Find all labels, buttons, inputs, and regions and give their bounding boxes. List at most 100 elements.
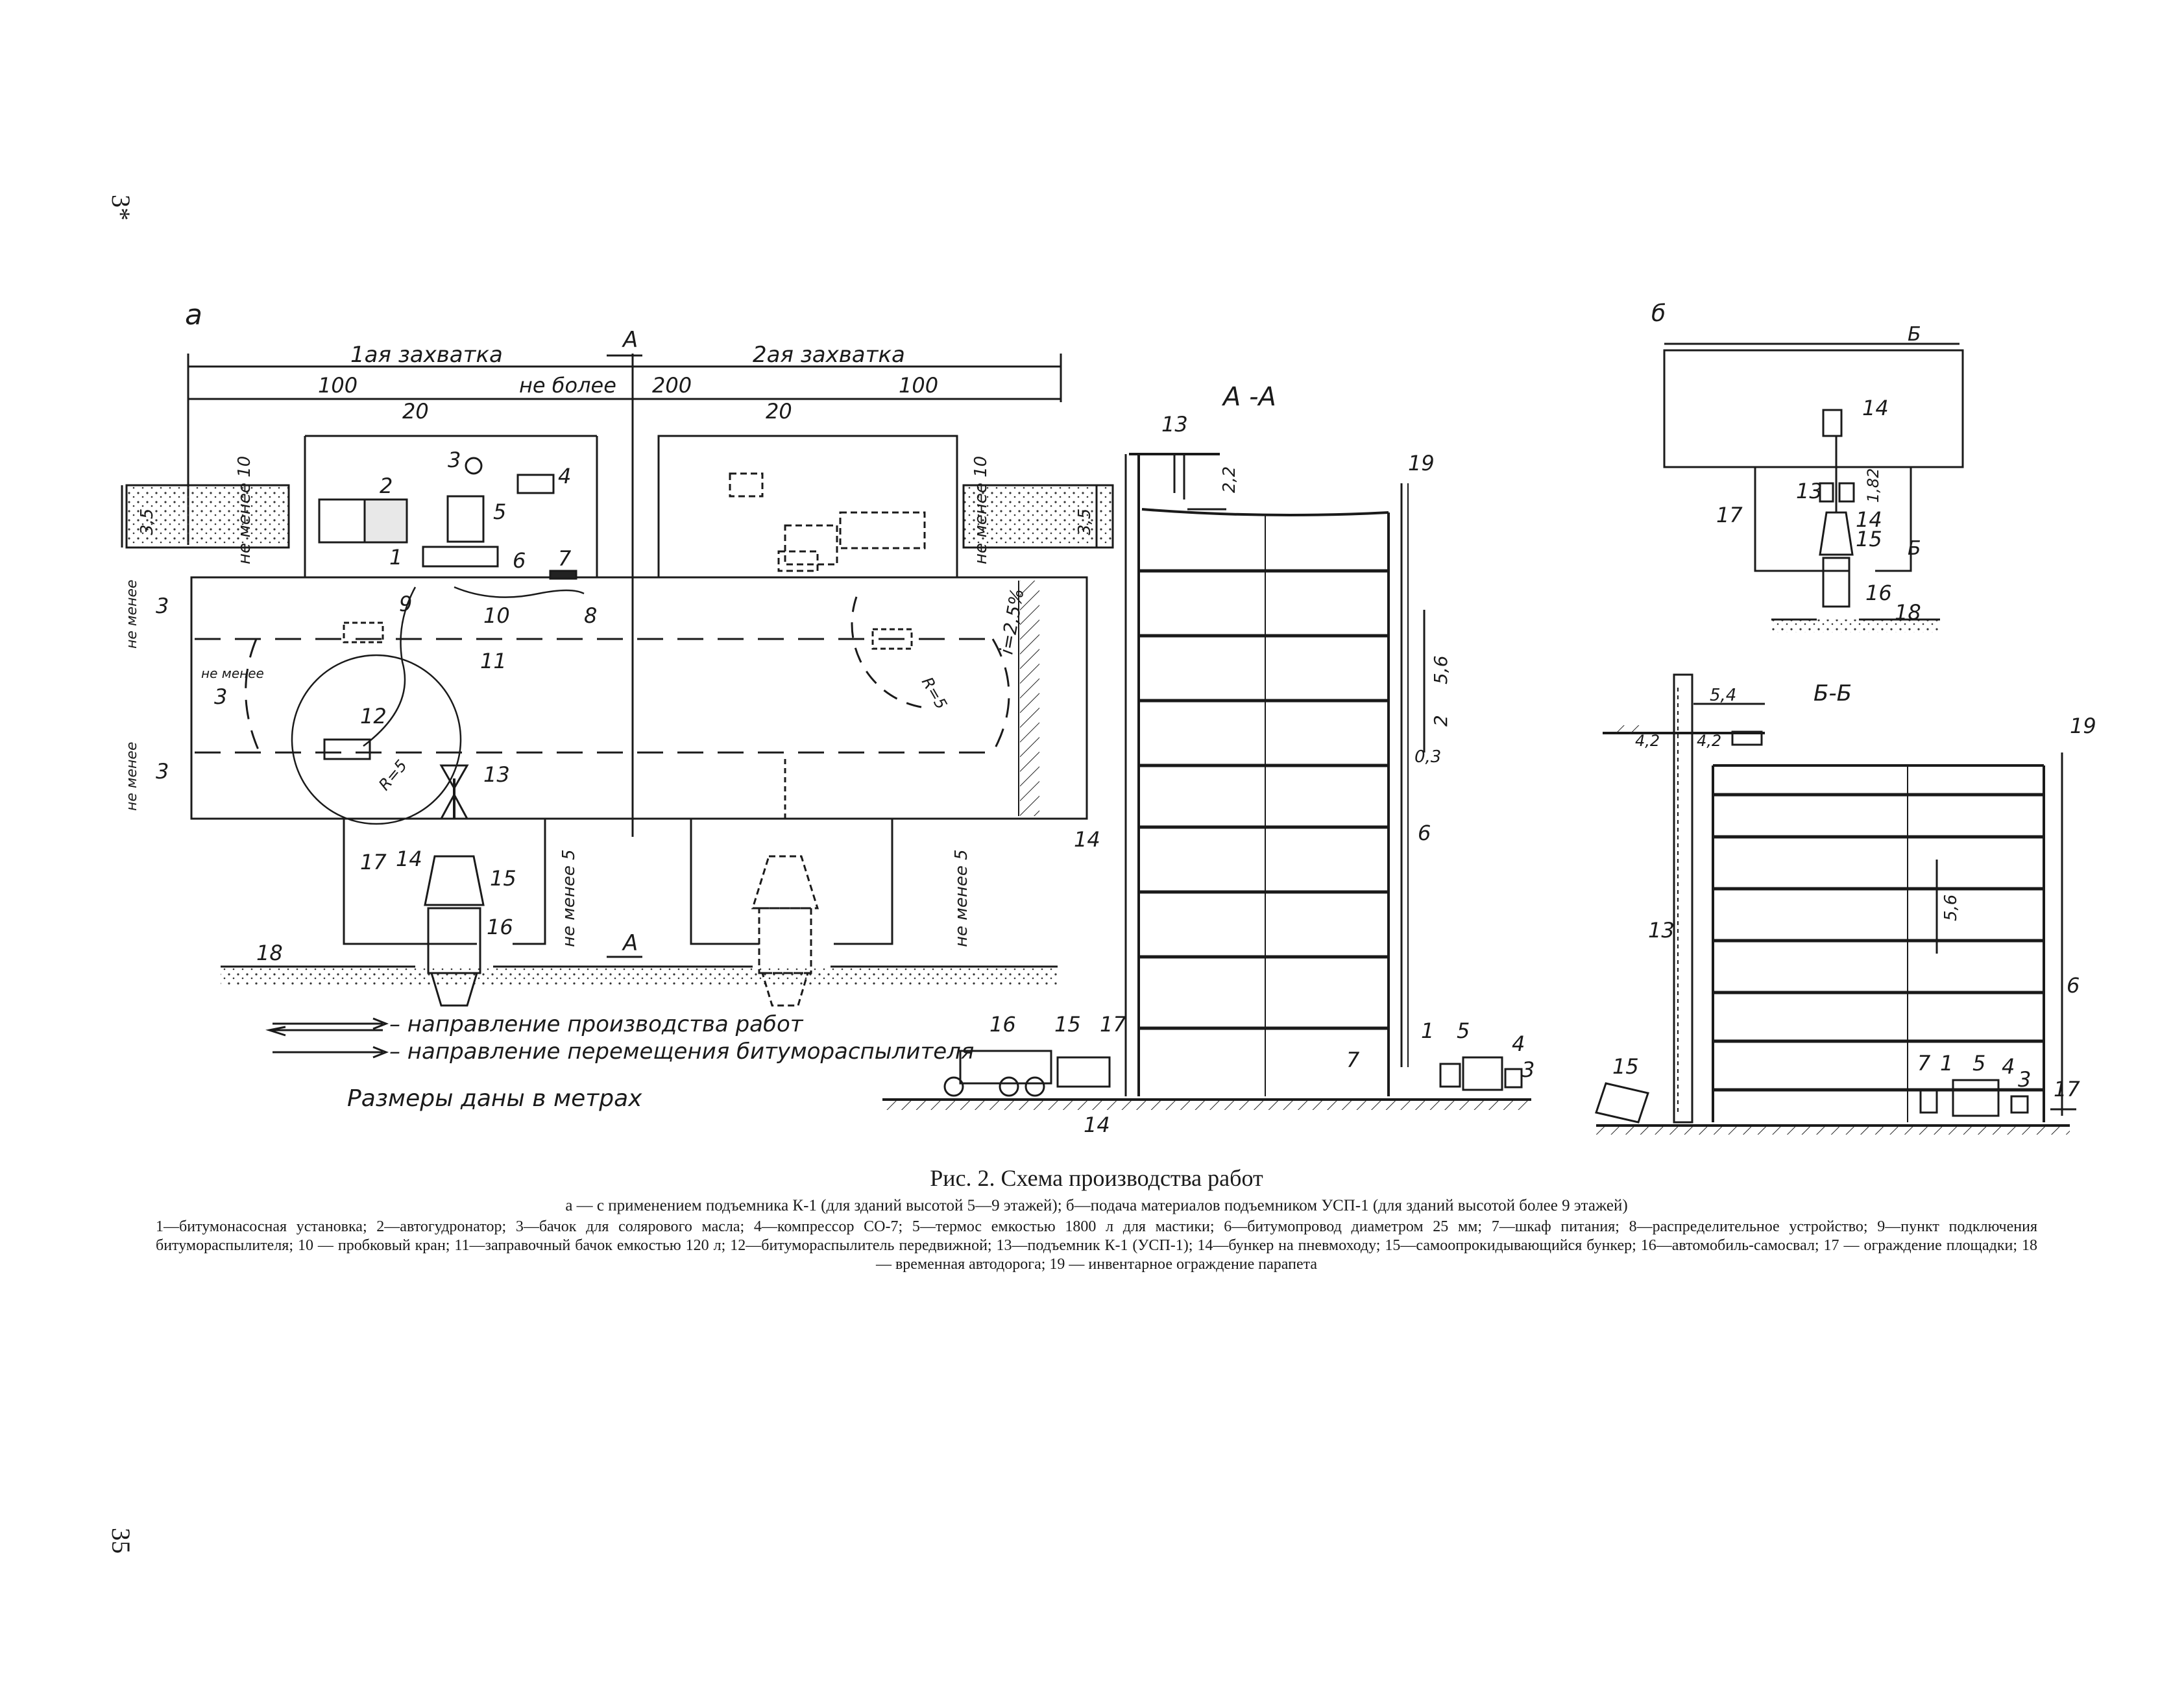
equip-1-pump — [422, 546, 499, 568]
aa-num-14-top: 14 — [1074, 827, 1100, 852]
b-num-18: 18 — [1895, 600, 1921, 625]
num-a-7: 7 — [558, 546, 572, 571]
plan-a — [121, 354, 1114, 1059]
bb-num-15: 15 — [1612, 1054, 1639, 1079]
equip-5-thermos — [446, 495, 485, 543]
sprayer-12 — [323, 738, 371, 760]
num-a-15: 15 — [490, 866, 516, 891]
aa-num-19: 19 — [1408, 451, 1435, 476]
dim-35-left: 3,5 — [138, 509, 157, 535]
aa-num-13: 13 — [1161, 412, 1188, 437]
aa-num-6: 6 — [1418, 821, 1431, 845]
b-num-17: 17 — [1716, 503, 1743, 527]
aa-num-4: 4 — [1512, 1031, 1525, 1056]
aa-num-5: 5 — [1457, 1018, 1470, 1043]
section-mark-a-top: А — [622, 327, 638, 353]
truck-16 — [427, 907, 481, 974]
b-dim-182: 1,82 — [1864, 468, 1882, 503]
num-a-14: 14 — [396, 847, 422, 871]
num-a-18: 18 — [256, 941, 283, 965]
ne-menee-3-b: не менее — [201, 666, 264, 681]
zone2-label: 2ая захватка — [753, 342, 905, 368]
bb-dim-56: 5,6 — [1941, 895, 1961, 921]
bunker-15 — [424, 855, 485, 906]
num-a-5: 5 — [493, 500, 506, 524]
radius-label-2: R=5 — [918, 674, 951, 712]
bb-num-3: 3 — [2018, 1067, 2031, 1092]
num-a-17: 17 — [360, 850, 387, 874]
bb-num-19: 19 — [2070, 714, 2096, 738]
num-a-10: 10 — [483, 603, 510, 628]
aa-truck-16 — [959, 1050, 1052, 1085]
num-a-16: 16 — [487, 915, 513, 939]
b-num-13: 13 — [1796, 479, 1823, 503]
ne-menee-10-left: не менее 10 — [235, 456, 254, 564]
site-left — [304, 435, 598, 579]
section-bb — [1595, 673, 2076, 1135]
dims-note: Размеры даны в метрах — [347, 1085, 642, 1112]
dim-3-c: 3 — [156, 759, 169, 784]
roof-strip — [190, 576, 1088, 820]
bb-num-6: 6 — [2067, 973, 2080, 998]
num-a-4: 4 — [558, 464, 571, 488]
num-a-6: 6 — [513, 548, 526, 573]
aa-num-15: 15 — [1054, 1012, 1081, 1037]
bb-num-5: 5 — [1972, 1051, 1985, 1076]
bb-num-13: 13 — [1648, 918, 1675, 943]
panel-a-letter: а — [185, 298, 202, 331]
temp-road — [221, 967, 1058, 986]
section-mark-a-bottom: А — [622, 930, 638, 956]
equip-4-compressor — [516, 474, 555, 494]
ne-menee-5-right: не менее 5 — [952, 849, 971, 947]
radius-label-1: R=5 — [375, 756, 411, 794]
equip-3-tank — [465, 457, 483, 475]
bb-num-1: 1 — [1940, 1051, 1953, 1076]
plan-b — [1663, 343, 1964, 632]
b-num-14-top: 14 — [1862, 396, 1889, 420]
bb-dim-42-left: 4,2 — [1635, 732, 1660, 750]
panel-b-letter: б — [1651, 300, 1666, 327]
zone1-label: 1ая захватка — [350, 342, 503, 368]
aa-dim-2: 2 — [1430, 715, 1451, 727]
b-num-15: 15 — [1856, 527, 1882, 551]
b-section-mark-bottom: Б — [1908, 537, 1921, 560]
caption-subtitle: а — с применением подъемника К-1 (для зд… — [565, 1197, 1628, 1214]
aa-dim-03: 0,3 — [1414, 747, 1441, 767]
caption-title: Рис. 2. Схема производства работ — [930, 1165, 1263, 1191]
aa-num-7: 7 — [1346, 1048, 1360, 1072]
ne-menee-5-left: не менее 5 — [559, 849, 579, 947]
dim-ne-bolee: не более — [519, 373, 616, 398]
num-a-3: 3 — [448, 448, 461, 472]
ne-menee-10-right: не менее 10 — [971, 456, 991, 564]
dim-3-a: 3 — [156, 594, 169, 618]
equip-7-cabinet — [549, 570, 577, 580]
figure-caption: Рис. 2. Схема производства работ а — с п… — [156, 1164, 2037, 1274]
ne-menee-3-a: не менее — [124, 580, 140, 649]
caption-legend: 1—битумонасосная установка; 2—автогудрон… — [156, 1218, 2037, 1273]
num-a-13: 13 — [483, 762, 510, 787]
section-aa — [882, 453, 1531, 1110]
num-a-1: 1 — [389, 545, 402, 570]
bb-dim-54: 5,4 — [1710, 686, 1736, 705]
aa-dim-22: 2,2 — [1220, 466, 1239, 493]
dim-100-right: 100 — [899, 373, 938, 398]
bb-num-7: 7 — [1917, 1051, 1931, 1076]
dim-20-right: 20 — [766, 399, 792, 424]
num-a-12: 12 — [360, 704, 387, 729]
aa-num-16: 16 — [989, 1012, 1016, 1037]
dim-3-b: 3 — [214, 684, 227, 709]
bb-num-17: 17 — [2054, 1077, 2080, 1102]
num-a-2: 2 — [380, 474, 393, 498]
wing-right — [962, 484, 1114, 549]
b-num-16: 16 — [1865, 581, 1892, 605]
section-bb-title: Б-Б — [1814, 680, 1852, 706]
site-right — [657, 435, 958, 579]
aa-num-14-bottom: 14 — [1084, 1113, 1110, 1137]
section-aa-title: А -А — [1221, 382, 1276, 412]
dim-200: 200 — [652, 373, 692, 398]
aa-num-1: 1 — [1421, 1018, 1434, 1043]
num-a-11: 11 — [480, 649, 507, 673]
num-a-8: 8 — [584, 603, 597, 628]
num-a-9: 9 — [399, 592, 412, 616]
